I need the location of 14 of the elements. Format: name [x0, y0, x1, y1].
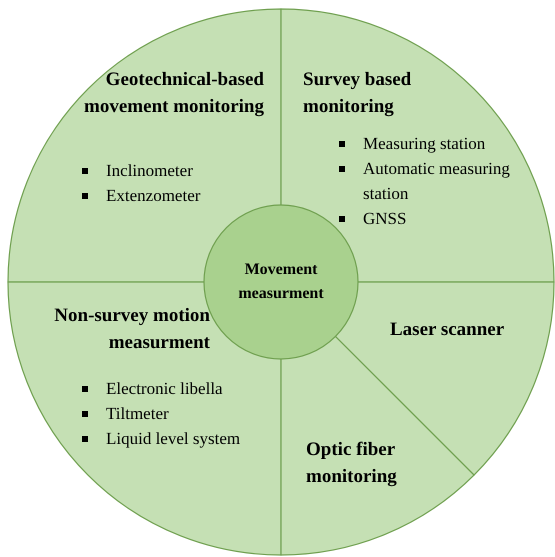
- list-item: Liquid level system: [106, 428, 242, 450]
- sector-heading: Laser scanner: [390, 318, 506, 342]
- list-item: Inclinometer: [106, 160, 194, 182]
- list-item: Tiltmeter: [106, 403, 170, 425]
- sector-heading: Survey based monitoring: [303, 68, 412, 119]
- list-item: GNSS: [363, 208, 408, 230]
- list-item: Electronic libella: [106, 378, 224, 400]
- sector-heading: Optic fiber monitoring: [306, 438, 398, 489]
- list-item: Extenzometer: [106, 185, 202, 207]
- sector-heading: Non-survey motion measurment: [53, 304, 210, 355]
- center-title: Movement measurment: [237, 260, 325, 304]
- sector-heading: Geotechnical-based movement monitoring: [83, 68, 264, 119]
- list-item: Measuring station: [363, 133, 486, 155]
- list-item: Automatic measuring station: [363, 158, 511, 205]
